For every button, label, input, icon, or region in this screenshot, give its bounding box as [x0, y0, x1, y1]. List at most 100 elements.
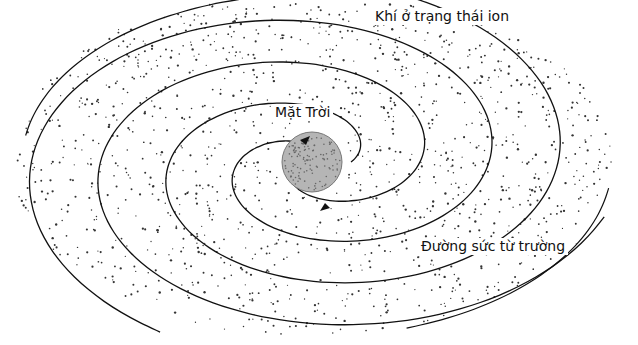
- gas-dot: [500, 198, 502, 200]
- gas-dot: [436, 114, 438, 116]
- gas-dot: [330, 208, 331, 209]
- gas-dot: [189, 24, 191, 26]
- gas-dot: [533, 177, 535, 179]
- gas-dot: [385, 120, 386, 121]
- gas-dot: [249, 299, 251, 301]
- sun-texture: [297, 180, 299, 182]
- gas-dot: [423, 321, 425, 323]
- gas-dot: [29, 120, 30, 121]
- gas-dot: [60, 95, 61, 96]
- gas-dot: [325, 49, 327, 51]
- gas-dot: [283, 136, 285, 138]
- gas-dot: [40, 180, 42, 182]
- gas-dot: [135, 271, 136, 272]
- gas-dot: [135, 215, 136, 216]
- gas-dot: [299, 89, 301, 91]
- gas-dot: [373, 305, 375, 307]
- gas-dot: [149, 183, 151, 185]
- gas-dot: [223, 238, 225, 240]
- sun-texture: [295, 177, 297, 179]
- sun-texture: [309, 165, 311, 167]
- gas-dot: [274, 243, 275, 244]
- gas-dot: [583, 176, 585, 178]
- gas-dot: [262, 229, 264, 231]
- gas-dot: [452, 287, 454, 289]
- gas-dot: [386, 164, 387, 165]
- gas-dot: [306, 289, 308, 291]
- gas-dot: [242, 224, 244, 226]
- gas-dot: [475, 147, 477, 149]
- gas-dot: [423, 216, 425, 218]
- gas-dot: [40, 169, 42, 171]
- gas-dot: [374, 57, 376, 59]
- gas-dot: [502, 189, 504, 191]
- gas-dot: [518, 52, 520, 54]
- gas-dot: [266, 253, 268, 255]
- gas-dot: [391, 108, 393, 110]
- gas-dot: [226, 58, 228, 60]
- gas-dot: [520, 111, 522, 113]
- gas-dot: [181, 117, 183, 119]
- gas-dot: [472, 25, 473, 26]
- gas-dot: [598, 168, 599, 169]
- gas-dot: [501, 61, 502, 62]
- gas-dot: [571, 134, 573, 136]
- gas-dot: [273, 6, 275, 8]
- gas-dot: [266, 170, 267, 171]
- sun-texture: [331, 153, 333, 155]
- gas-dot: [548, 110, 549, 111]
- gas-dot: [112, 275, 114, 277]
- gas-dot: [571, 101, 573, 103]
- gas-dot: [390, 97, 392, 99]
- gas-dot: [252, 121, 254, 123]
- sun-texture: [301, 142, 303, 144]
- gas-dot: [387, 112, 389, 114]
- gas-dot: [195, 59, 197, 61]
- gas-dot: [561, 205, 562, 206]
- gas-dot: [211, 219, 213, 221]
- gas-dot: [256, 76, 258, 78]
- gas-dot: [326, 247, 328, 249]
- gas-dot: [390, 100, 392, 102]
- gas-dot: [201, 226, 202, 227]
- gas-dot: [235, 14, 237, 16]
- gas-dot: [461, 298, 463, 300]
- gas-dot: [72, 87, 74, 89]
- sun-texture: [292, 179, 294, 181]
- gas-dot: [443, 276, 445, 278]
- gas-dot: [447, 51, 449, 53]
- gas-dot: [335, 317, 337, 319]
- gas-dot: [144, 228, 146, 230]
- gas-dot: [95, 113, 97, 115]
- gas-dot: [520, 84, 522, 86]
- gas-dot: [557, 205, 559, 207]
- gas-dot: [263, 72, 265, 74]
- gas-dot: [476, 79, 477, 80]
- gas-dot: [115, 162, 117, 164]
- gas-dot: [503, 49, 505, 51]
- gas-dot: [475, 204, 476, 205]
- gas-dot: [532, 268, 534, 270]
- gas-dot: [485, 119, 486, 120]
- gas-dot: [53, 248, 55, 250]
- gas-dot: [87, 163, 88, 164]
- gas-dot: [299, 96, 301, 98]
- sun-texture: [284, 160, 286, 162]
- gas-dot: [98, 102, 99, 103]
- sun-texture: [315, 187, 317, 189]
- gas-dot: [484, 55, 486, 57]
- gas-dot: [252, 258, 253, 259]
- gas-dot: [170, 259, 172, 261]
- sun-texture: [290, 175, 292, 177]
- gas-dot: [452, 159, 454, 161]
- gas-dot: [44, 110, 46, 112]
- gas-dot: [239, 221, 241, 223]
- sun-texture: [294, 152, 296, 154]
- gas-dot: [255, 166, 256, 167]
- sun-texture: [291, 156, 293, 158]
- gas-dot: [251, 299, 253, 301]
- gas-dot: [183, 247, 184, 248]
- gas-dot: [546, 114, 548, 116]
- gas-dot: [562, 228, 563, 229]
